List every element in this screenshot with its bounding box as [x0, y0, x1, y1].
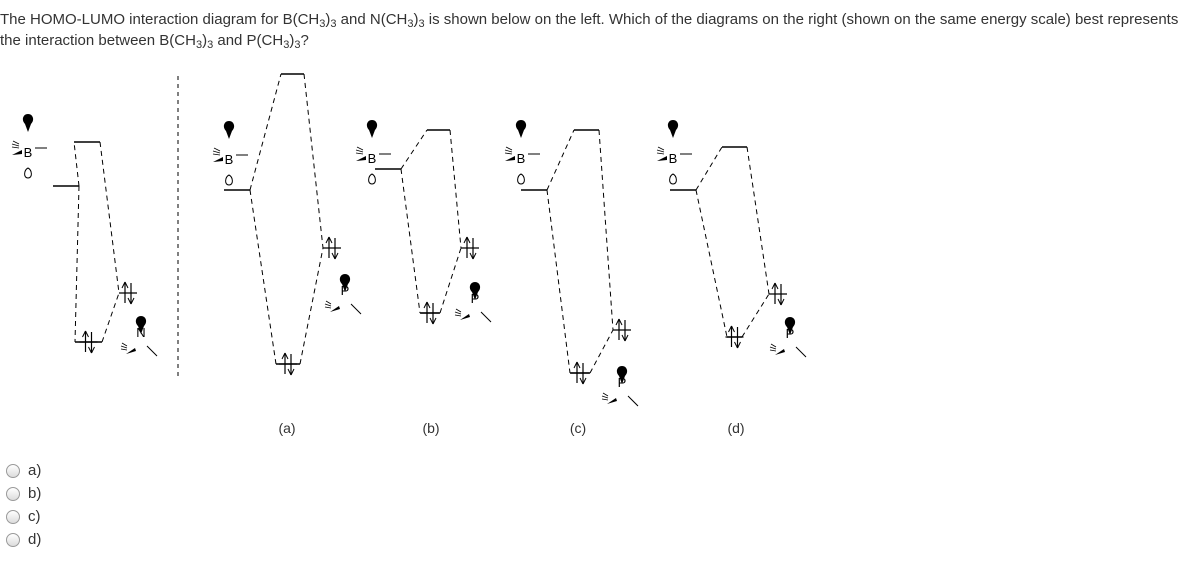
a-corr-donor-antibonding: [303, 73, 324, 249]
d-donor-electron-pair-icon: [768, 282, 788, 306]
panel-c: B P (c): [504, 119, 639, 436]
c-bonding-electron-pair-icon: [570, 361, 590, 385]
b-corr-donor-antibonding: [449, 129, 462, 249]
option-c-label: c): [28, 508, 41, 525]
panel-b: B P (b): [355, 119, 492, 436]
panel-c-left-atom: B: [517, 151, 526, 166]
ref-left-atom: B: [24, 145, 33, 160]
panel-b-right-atom: P: [471, 291, 480, 306]
panel-a-left-atom: B: [225, 152, 234, 167]
a-corr-acceptor-bonding: [249, 189, 277, 365]
question-text: The HOMO-LUMO interaction diagram for B(…: [0, 11, 1179, 51]
mo-diagram-figure: B N B P (a) B P (b) B P (c) B P (d): [11, 73, 807, 436]
a-donor-electron-pair-icon: [322, 236, 342, 260]
d-bonding-electron-pair-icon: [724, 325, 745, 349]
panel-d-label: (d): [727, 420, 744, 436]
ref-donor-electron-pair-icon: [118, 281, 138, 305]
c-corr-donor-antibonding: [598, 129, 614, 331]
c-corr-donor-bonding: [589, 329, 614, 374]
b-corr-acceptor-antibonding: [400, 129, 428, 170]
reference-diagram: B N: [11, 113, 158, 357]
option-d[interactable]: d): [6, 528, 41, 551]
d-corr-acceptor-antibonding: [695, 146, 723, 191]
panel-d-right-atom: P: [786, 326, 795, 341]
d-corr-donor-antibonding: [746, 146, 770, 295]
panel-b-label: (b): [422, 420, 439, 436]
ref-corr-donor-bonding: [101, 292, 120, 343]
b-corr-acceptor-bonding: [400, 168, 421, 314]
ref-bonding-electron-pair-icon: [78, 330, 99, 354]
option-b-label: b): [28, 485, 42, 502]
radio-d[interactable]: [6, 532, 20, 547]
radio-b[interactable]: [6, 486, 20, 501]
d-corr-acceptor-bonding: [695, 189, 728, 338]
ref-corr-donor-antibonding: [99, 141, 120, 294]
ref-corr-acceptor-bonding: [74, 185, 80, 343]
option-d-label: d): [28, 531, 42, 548]
c-corr-acceptor-antibonding: [546, 129, 575, 191]
c-donor-electron-pair-icon: [612, 318, 632, 342]
panel-c-right-atom: P: [618, 375, 627, 390]
panel-c-label: (c): [570, 420, 586, 436]
panel-d-left-atom: B: [669, 151, 678, 166]
panel-b-left-atom: B: [368, 151, 377, 166]
radio-a[interactable]: [6, 463, 20, 478]
ref-corr-acceptor-antibonding: [73, 141, 80, 187]
option-c[interactable]: c): [6, 505, 41, 528]
panel-a: B P (a): [212, 73, 362, 436]
panel-a-label: (a): [278, 420, 295, 436]
option-a-label: a): [28, 462, 42, 479]
b-corr-donor-bonding: [439, 247, 462, 314]
b-donor-electron-pair-icon: [460, 236, 480, 260]
ref-right-atom: N: [136, 325, 145, 340]
option-a[interactable]: a): [6, 459, 41, 482]
radio-c[interactable]: [6, 509, 20, 524]
d-corr-donor-bonding: [741, 293, 770, 338]
a-corr-donor-bonding: [299, 247, 324, 365]
answer-options: a) b) c) d): [6, 459, 41, 551]
a-bonding-electron-pair-icon: [278, 352, 298, 376]
option-b[interactable]: b): [6, 482, 41, 505]
c-corr-acceptor-bonding: [546, 189, 571, 374]
a-corr-acceptor-antibonding: [249, 73, 282, 191]
b-bonding-electron-pair-icon: [420, 301, 440, 325]
panel-d: B P (d): [656, 119, 807, 436]
panel-a-right-atom: P: [341, 283, 350, 298]
